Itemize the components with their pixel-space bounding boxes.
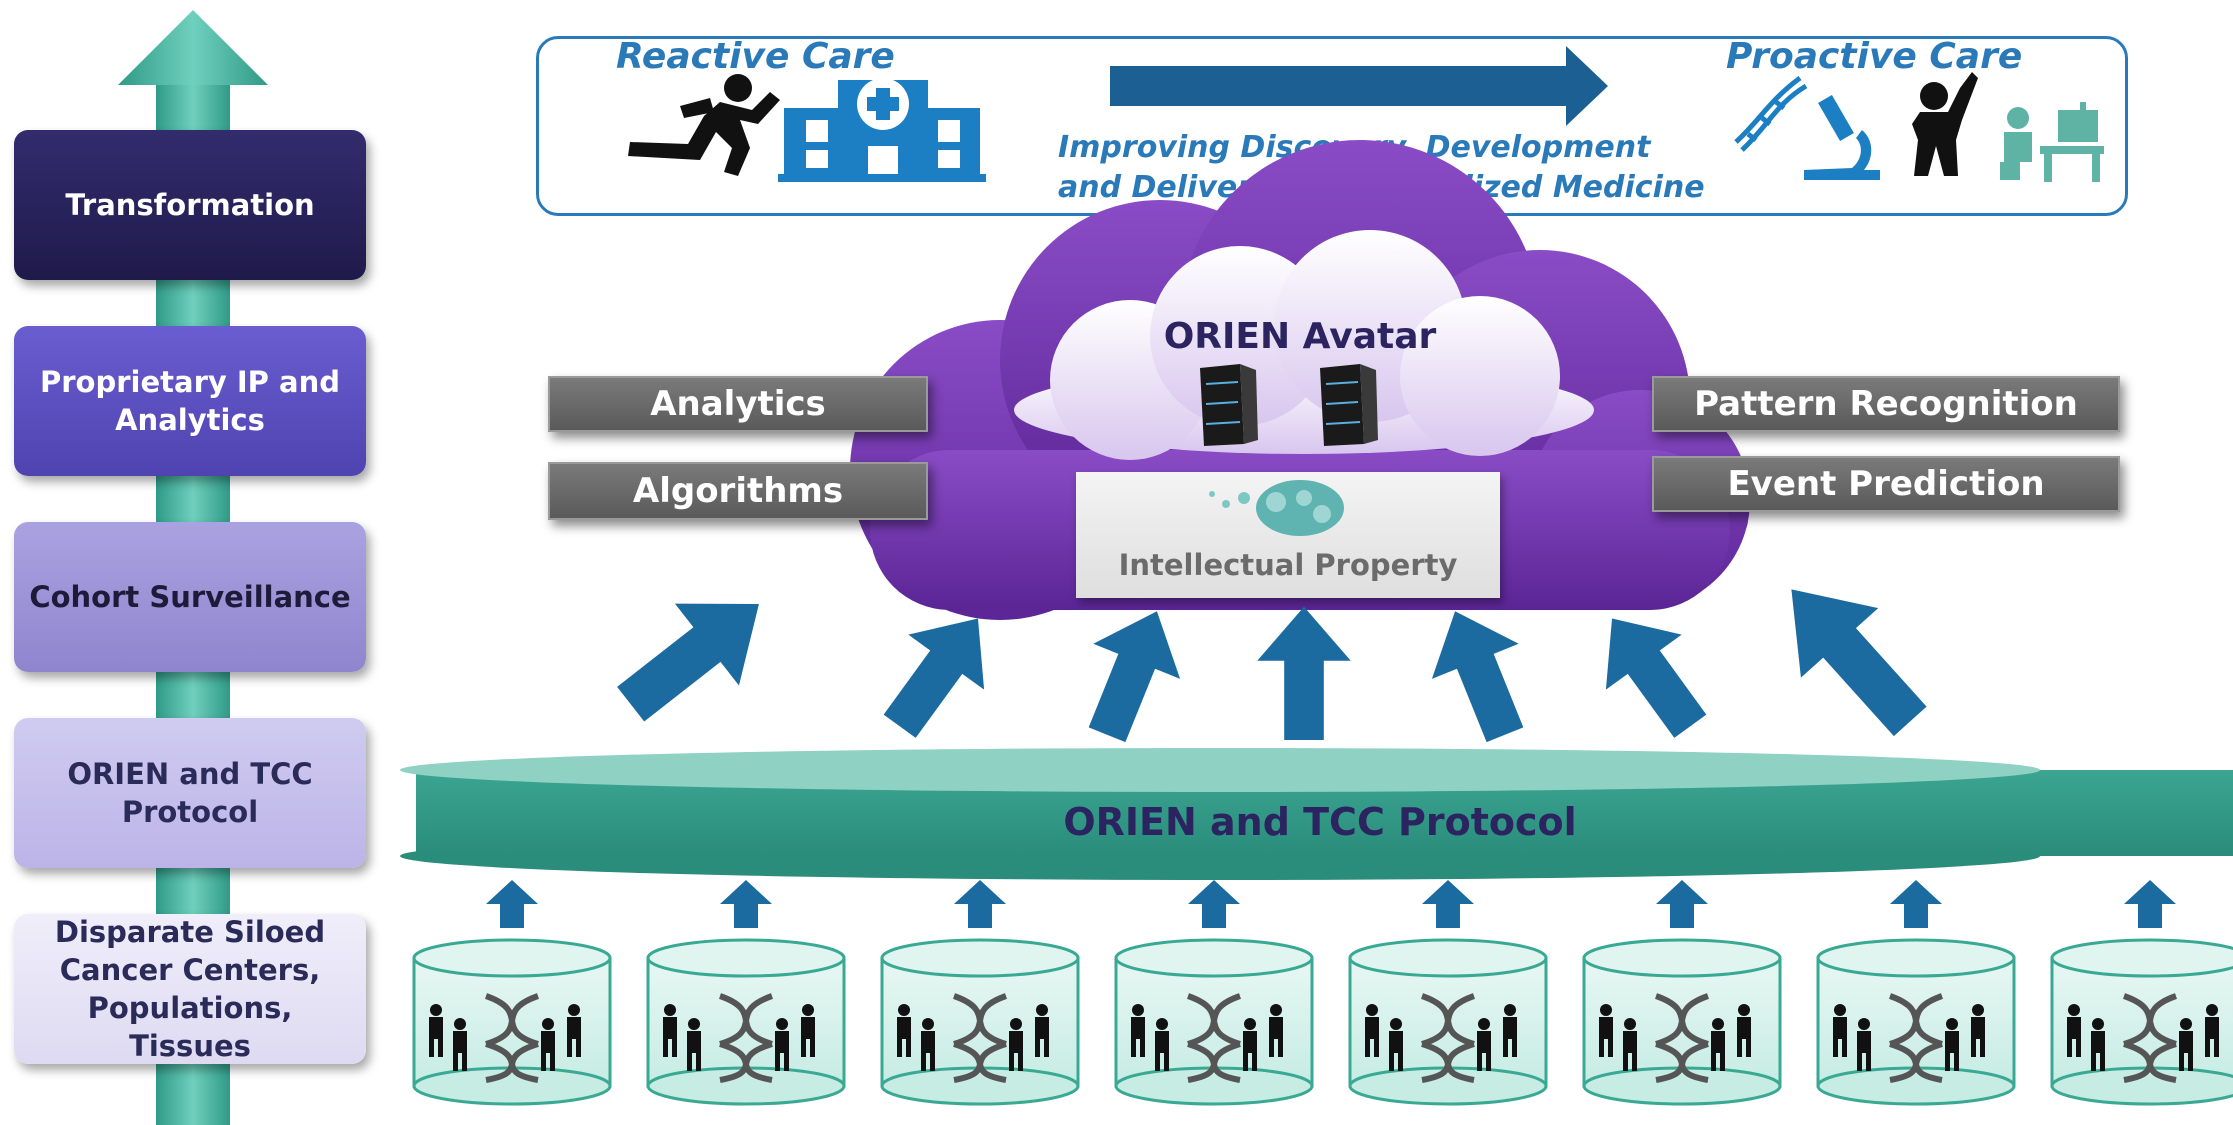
- silo-up-arrow: [2124, 880, 2176, 928]
- level-label: ORIEN and TCC Protocol: [67, 757, 313, 829]
- algorithms-label: Algorithms: [548, 462, 928, 520]
- microscope-icon: [1804, 94, 1880, 180]
- feed-arrow: [1063, 593, 1201, 753]
- level-disparate-centers: Disparate Siloed Cancer Centers, Populat…: [14, 914, 366, 1064]
- brain-gears-icon: [1209, 480, 1344, 536]
- silo: [1582, 880, 1782, 1106]
- silo-up-arrow: [1890, 880, 1942, 928]
- level-proprietary-ip: Proprietary IP and Analytics: [14, 326, 366, 476]
- feed-arrow: [1574, 590, 1729, 754]
- people-dna-icon: [663, 993, 815, 1083]
- orien-platform: [400, 748, 2233, 880]
- silo-up-arrow: [1422, 880, 1474, 928]
- people-dna-icon: [897, 993, 1049, 1083]
- silo-up-arrow: [486, 880, 538, 928]
- feed-arrow: [1257, 606, 1351, 740]
- feed-arrow: [1411, 593, 1549, 753]
- event-prediction-text: Event Prediction: [1727, 464, 2045, 504]
- person-idea-icon: [1912, 72, 1978, 176]
- analytics-label-text: Analytics: [650, 384, 826, 424]
- feed-arrow: [598, 562, 791, 746]
- silo: [2050, 880, 2233, 1106]
- silos: [412, 880, 2233, 1106]
- silo: [412, 880, 612, 1106]
- level-label: Proprietary IP and Analytics: [40, 365, 340, 437]
- pattern-recognition-label: Pattern Recognition: [1652, 376, 2120, 432]
- silo: [1816, 880, 2016, 1106]
- proactive-care-title: Proactive Care: [1726, 36, 2023, 77]
- dna-icon: [1734, 75, 1808, 152]
- intellectual-property-box: Intellectual Property: [1076, 472, 1500, 598]
- silo: [880, 880, 1080, 1106]
- level-cohort-surveillance: Cohort Surveillance: [14, 522, 366, 672]
- reactive-care-title: Reactive Care: [616, 36, 895, 77]
- silo-up-arrow: [954, 880, 1006, 928]
- level-label: Disparate Siloed Cancer Centers, Populat…: [54, 915, 326, 1063]
- analytics-label: Analytics: [548, 376, 928, 432]
- care-transition-arrow: [1110, 46, 1608, 126]
- algorithms-label-text: Algorithms: [632, 471, 844, 511]
- silo: [646, 880, 846, 1106]
- ip-label: Intellectual Property: [1118, 548, 1458, 582]
- cloud-feed-arrows: [598, 554, 1949, 757]
- pattern-recognition-text: Pattern Recognition: [1694, 384, 2078, 424]
- people-dna-icon: [2067, 993, 2219, 1083]
- server-icon: [1200, 364, 1258, 446]
- people-dna-icon: [1833, 993, 1985, 1083]
- feed-arrow: [1752, 554, 1949, 757]
- people-dna-icon: [1599, 993, 1751, 1083]
- people-dna-icon: [1365, 993, 1517, 1083]
- level-label: Cohort Surveillance: [29, 580, 351, 614]
- silo: [1114, 880, 1314, 1106]
- platform-label: ORIEN and TCC Protocol: [1063, 800, 1577, 844]
- feed-arrow: [861, 590, 1016, 754]
- level-transformation: Transformation: [14, 130, 366, 280]
- silo-up-arrow: [720, 880, 772, 928]
- level-label: Transformation: [65, 188, 315, 222]
- cloud-title: ORIEN Avatar: [1163, 316, 1437, 357]
- silo: [1348, 880, 1548, 1106]
- people-dna-icon: [1131, 993, 1283, 1083]
- silo-up-arrow: [1188, 880, 1240, 928]
- level-orien-protocol: ORIEN and TCC Protocol: [14, 718, 366, 868]
- event-prediction-label: Event Prediction: [1652, 456, 2120, 512]
- runner-icon: [628, 74, 780, 176]
- hospital-icon: [778, 78, 986, 182]
- silo-up-arrow: [1656, 880, 1708, 928]
- people-dna-icon: [429, 993, 581, 1083]
- inner-cloud: [1014, 230, 1594, 460]
- server-icon: [1320, 364, 1378, 446]
- desk-worker-icon: [2000, 102, 2104, 182]
